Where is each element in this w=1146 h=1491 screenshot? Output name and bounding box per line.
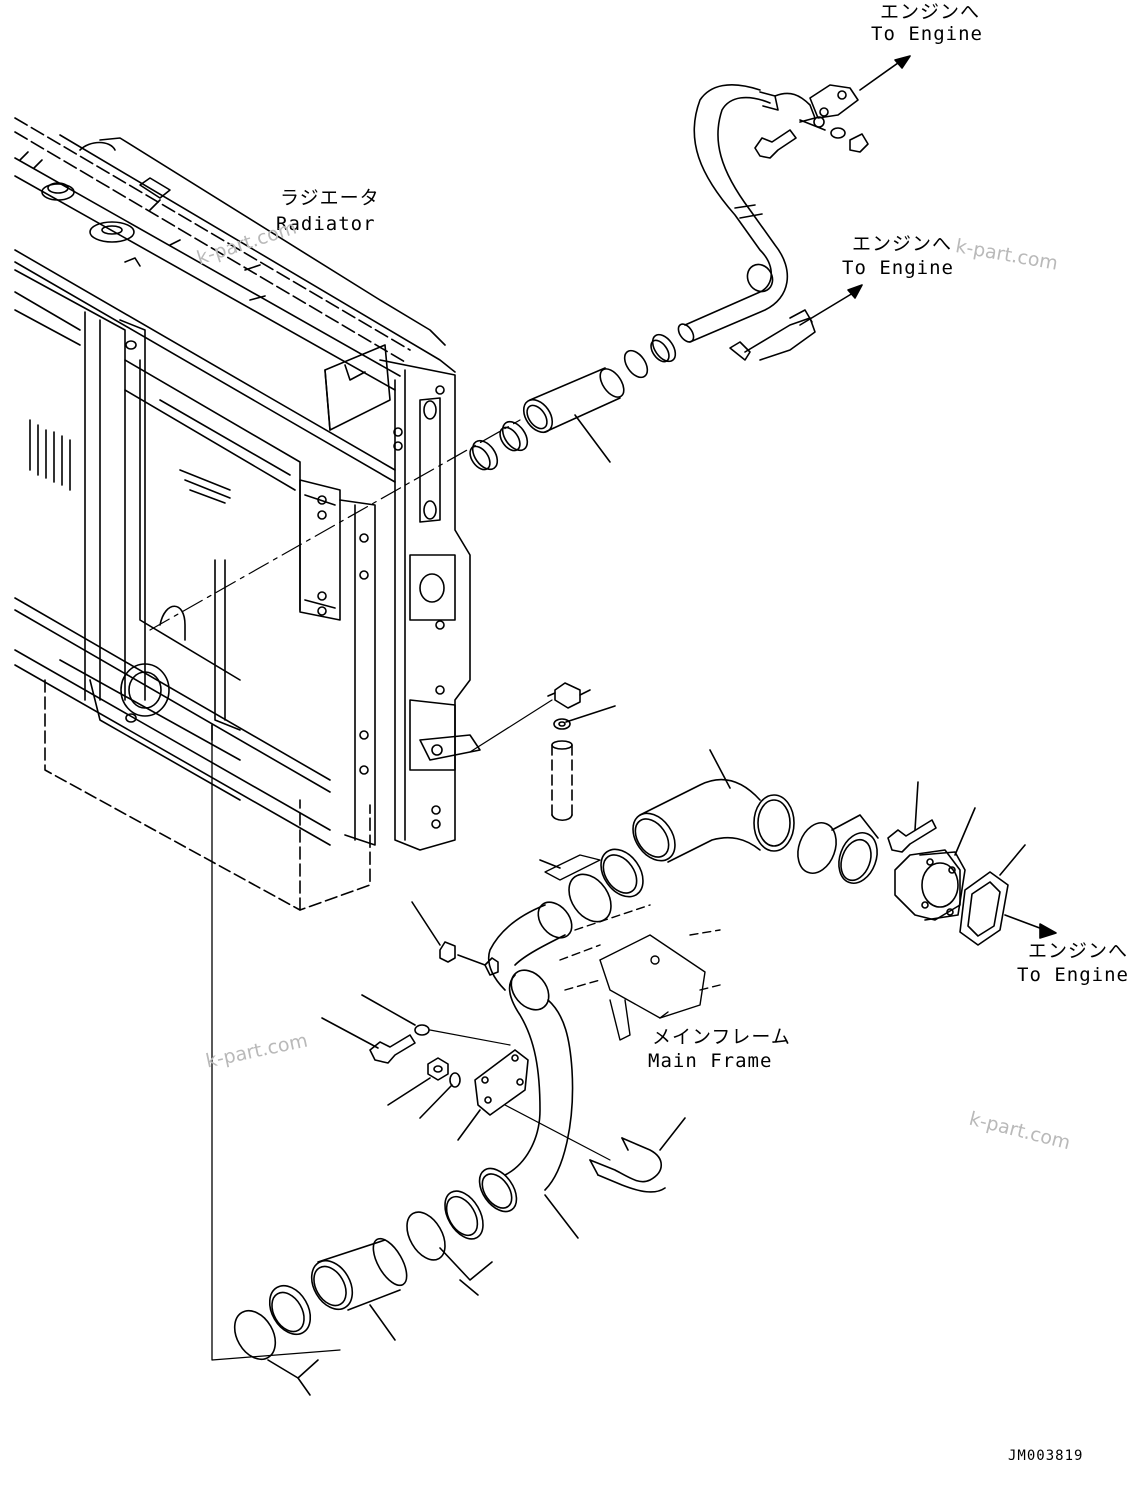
engine-label-top-en: To Engine	[871, 23, 983, 45]
engine-label-top-jp: エンジンへ	[880, 1, 981, 23]
engine-label-right-jp: エンジンへ	[1028, 940, 1129, 962]
engine-label-right-en: To Engine	[1017, 964, 1129, 986]
s-bend-pipe	[321, 848, 686, 1239]
engine-label-mid-en: To Engine	[842, 257, 954, 279]
engine-label-mid-jp: エンジンへ	[852, 233, 953, 255]
main-frame	[559, 904, 721, 1041]
elbow-hose	[632, 749, 1057, 946]
radiator-label-jp: ラジエータ	[280, 187, 380, 209]
upper-hose-run	[149, 55, 911, 631]
drawing-code: JM003819	[1008, 1448, 1084, 1464]
lower-hose-clamps	[233, 1190, 493, 1396]
mainframe-label-en: Main Frame	[648, 1050, 773, 1072]
sensor-parts	[469, 682, 616, 822]
radiator-assembly	[14, 117, 481, 1361]
mainframe-label-jp: メインフレーム	[652, 1026, 791, 1048]
radiator-label-en: Radiator	[276, 213, 376, 235]
